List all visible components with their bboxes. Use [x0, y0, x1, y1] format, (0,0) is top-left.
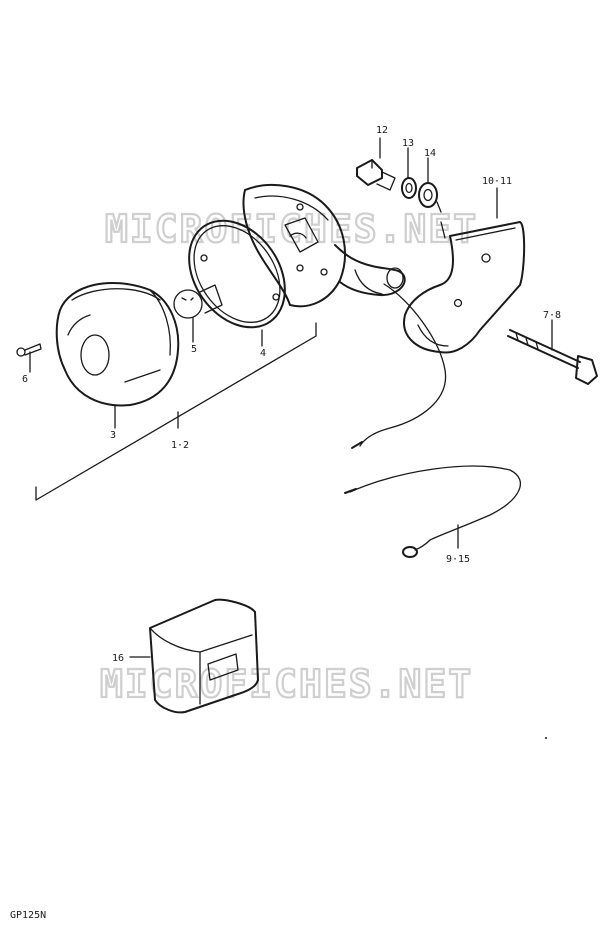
wire-from-housing	[351, 283, 447, 449]
bolt-part-7-8	[507, 329, 598, 385]
leader-lines	[29, 137, 553, 658]
watermark-top: MICROFICHES.NET	[105, 207, 478, 251]
lamp-housing	[242, 184, 406, 308]
label-3: 3	[110, 430, 116, 441]
screw-part-6	[16, 343, 42, 357]
label-7-8: 7·8	[543, 310, 561, 321]
gasket-part-4	[188, 219, 286, 329]
label-13: 13	[402, 138, 414, 149]
assembly-bracket-1-2	[35, 322, 317, 501]
lens-part-3	[55, 282, 180, 407]
wire-part-9-15	[344, 465, 522, 558]
bolt-part-12	[356, 159, 396, 191]
watermark-bottom: MICROFICHES.NET	[100, 662, 473, 706]
model-code: GP125N	[10, 910, 46, 921]
bulb-part-5	[173, 284, 223, 319]
bolt-axis-dash	[436, 201, 446, 239]
label-9-15: 9·15	[446, 554, 470, 565]
label-16: 16	[112, 653, 124, 664]
label-10-11: 10·11	[482, 176, 512, 187]
washer-part-13	[401, 177, 417, 199]
label-4: 4	[260, 348, 266, 359]
bracket-part-10-11	[403, 221, 526, 354]
stray-dot	[545, 737, 547, 739]
label-14: 14	[424, 148, 436, 159]
label-6: 6	[22, 374, 28, 385]
washer-part-14	[418, 182, 438, 208]
label-5: 5	[191, 344, 197, 355]
label-12: 12	[376, 125, 388, 136]
relay-part-16	[149, 598, 259, 714]
label-1-2: 1·2	[171, 440, 189, 451]
